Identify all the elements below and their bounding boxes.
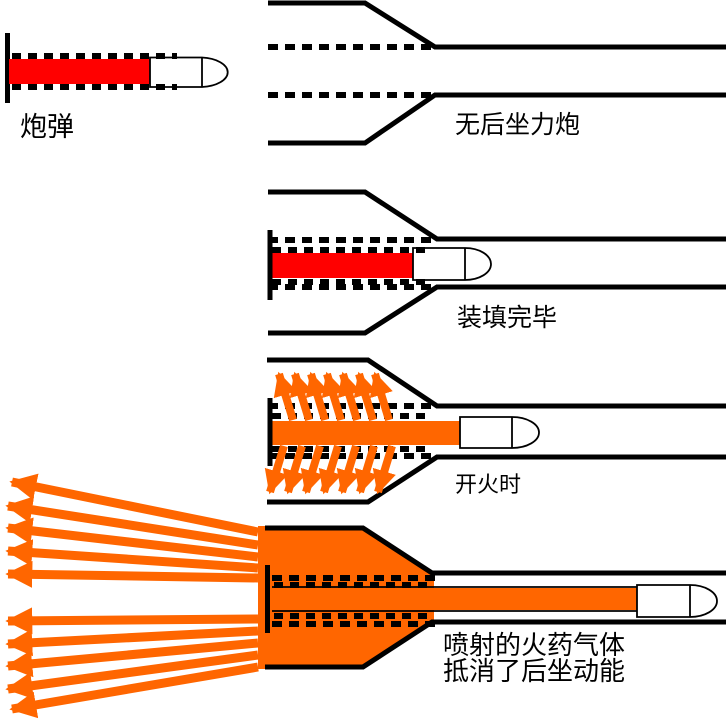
gas-vent-arrow [264,444,288,495]
gun-lower-contour [268,92,726,146]
loaded-label: 装填完毕 [457,303,557,332]
bore-gas-jet [272,586,640,612]
gun-upper-contour [268,0,726,50]
backblast-arrow [9,662,259,719]
backblast-arrow [5,638,259,678]
empty-gun-figure: 无后坐力炮 [268,0,726,146]
recoil-label-line2: 抵消了后坐动能 [443,657,625,687]
gas-vent-arrow [369,371,393,422]
shell-label: 炮弹 [20,112,74,143]
projectile [412,247,492,281]
gun-upper-contour [267,357,726,409]
backblast-figure: 喷射的火药气体 抵消了后坐动能 [5,473,726,719]
backblast-arrow [5,607,259,635]
gas-vent-arrow [372,444,396,495]
gas-vent-arrow [305,371,329,422]
burning-charge [270,421,461,445]
gas-vent-arrow [321,371,345,422]
gas-vent-arrow [318,444,342,495]
shell-projectile [149,56,229,88]
gas-vent-arrow [337,371,361,422]
gun-label: 无后坐力炮 [455,110,580,139]
vent-arrows-bottom [264,444,396,495]
backblast-arrow [5,517,259,562]
vent-arrows-top [273,371,393,422]
gun-lower-contour [265,619,726,670]
firing-label: 开火时 [455,473,521,498]
gun-upper-contour [268,189,726,242]
backblast-arrows [5,473,259,719]
backblast-arrow [5,560,259,588]
propellant-charge [271,253,413,278]
gun-upper-contour [265,525,726,576]
gas-vent-arrow [273,371,297,422]
loaded-gun-figure: 装填完毕 [267,189,726,336]
backblast-arrow [5,626,259,657]
backblast-arrow [9,473,259,537]
firing-gun-figure: 开火时 [264,357,726,505]
backblast-arrow [5,539,259,573]
shell-propellant [9,59,150,84]
gas-vent-arrow [336,444,360,495]
shell-figure: 炮弹 [5,33,229,143]
gas-vent-arrow [289,371,313,422]
backblast-arrow [5,650,259,700]
gas-vent-arrow [282,444,306,495]
gas-vent-arrow [354,444,378,495]
gas-vent-arrow [300,444,324,495]
gas-vent-arrow [353,371,377,422]
backblast-arrow [5,496,259,550]
projectile [459,416,540,449]
gun-lower-contour [268,284,726,336]
recoil-label-line1: 喷射的火药气体 [443,631,625,661]
gun-lower-contour [267,454,726,505]
projectile [636,584,718,618]
